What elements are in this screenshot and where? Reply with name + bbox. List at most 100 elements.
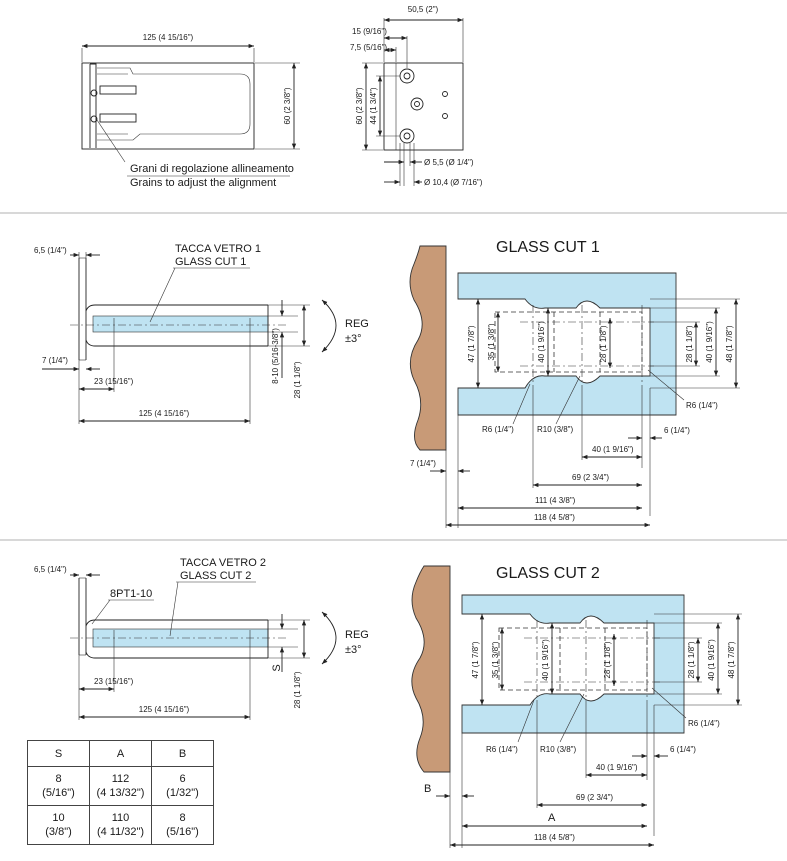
- cut2-dim-118: 118 (4 5/8"): [534, 833, 575, 842]
- cut2-dim-s: S: [271, 664, 283, 671]
- cut2-dim-40-bottom: 40 (1 9/16"): [596, 763, 638, 772]
- cut1-dim-40-right: 40 (1 9/16"): [705, 321, 714, 363]
- dim-top-length: 125 (4 15/16"): [143, 33, 194, 42]
- cut1-dim-6-5: 6,5 (1/4"): [34, 246, 67, 255]
- cell-value: 10: [52, 812, 65, 824]
- cut2-side-view: 6,5 (1/4") TACCA VETRO 2 GLASS CUT 2 8PT…: [34, 557, 369, 720]
- table-row: 8 (5/16") 112 (4 13/32") 6 (1/32"): [27, 766, 214, 806]
- cut1-dim-125: 125 (4 15/16"): [139, 409, 190, 418]
- cut1-dim-23: 23 (15/16"): [94, 377, 134, 386]
- table-cell: 110 (4 11/32"): [89, 805, 152, 845]
- cut2-dim-28-center: 28 (1 1/8"): [603, 641, 612, 678]
- cut2-dim-48: 48 (1 7/8"): [727, 641, 736, 678]
- cut1-glass-view: GLASS CUT 1 47 (1 7/8") 35 (1 3/8") 40 (…: [409, 239, 740, 528]
- cut1-dim-28-center: 28 (1 1/8"): [599, 325, 608, 362]
- cell-value: 8: [179, 812, 186, 824]
- top-front-view: 50,5 (2") 15 (9/16") 7,5 (5/16") 60 (2 3…: [350, 5, 483, 187]
- note-grains-en: Grains to adjust the alignment: [130, 177, 276, 189]
- cut2-dim-125: 125 (4 15/16"): [139, 705, 190, 714]
- cut1-dim-6: 6 (1/4"): [664, 426, 690, 435]
- cut1-dim-7: 7 (1/4"): [410, 459, 436, 468]
- cut2-dim-23: 23 (15/16"): [94, 677, 134, 686]
- cut1-dim-7: 7 (1/4"): [42, 356, 68, 365]
- cell-value-inch: (3/8"): [45, 826, 72, 838]
- cut2-dim-6-5: 6,5 (1/4"): [34, 565, 67, 574]
- table-header-s: S: [27, 740, 90, 767]
- cut2-r6-left: R6 (1/4"): [486, 745, 518, 754]
- cut1-label-en: GLASS CUT 1: [175, 256, 246, 268]
- cut2-dim-28: 28 (1 1/8"): [293, 671, 302, 708]
- table-cell: 8 (5/16"): [27, 766, 90, 806]
- cut2-glass: [461, 594, 685, 734]
- dim-front-15: 15 (9/16"): [352, 27, 387, 36]
- dim-front-dia-5-5: Ø 5,5 (Ø 1/4"): [424, 158, 474, 167]
- table-header-a: A: [89, 740, 152, 767]
- dim-front-width: 50,5 (2"): [408, 5, 439, 14]
- cut2-glass-view: GLASS CUT 2 47 (1 7/8") 35 (1 3/8") 40 (…: [411, 565, 742, 848]
- cut1-dim-40-bottom: 40 (1 9/16"): [592, 445, 634, 454]
- cut1-side-view: 6,5 (1/4") TACCA VETRO 1 GLASS CUT 1 7 (…: [34, 243, 369, 424]
- table-cell: 8 (5/16"): [151, 805, 214, 845]
- table-row: 10 (3/8") 110 (4 11/32") 8 (5/16"): [27, 805, 214, 845]
- cell-value: 112: [111, 773, 130, 785]
- cut2-dim-47: 47 (1 7/8"): [471, 641, 480, 678]
- cut2-label-en: GLASS CUT 2: [180, 570, 251, 582]
- dim-front-7-5: 7,5 (5/16"): [350, 43, 387, 52]
- top-plan-view: 125 (4 15/16") 60 (2 3/8") Grani di rego…: [81, 33, 300, 189]
- cut2-dim-28-right: 28 (1 1/8"): [687, 641, 696, 678]
- sab-spec-table: S A B 8 (5/16") 112 (4 13/32") 6 (1/32") 10…: [27, 740, 214, 845]
- cut1-reg: REG: [345, 318, 369, 330]
- cut2-reg-angle: ±3°: [345, 644, 362, 656]
- cut1-dim-48: 48 (1 7/8"): [725, 325, 734, 362]
- cut2-part-label: 8PT1-10: [110, 588, 152, 600]
- cut2-dim-69: 69 (2 3/4"): [576, 793, 613, 802]
- cut2-dim-35: 35 (1 3/8"): [491, 641, 500, 678]
- cell-value: 110: [111, 812, 130, 824]
- cut1-glass: [457, 272, 677, 416]
- note-grains-it: Grani di regolazione allineamento: [130, 163, 294, 175]
- cell-value: 6: [179, 773, 186, 785]
- table-header-b: B: [151, 740, 214, 767]
- dim-front-44: 44 (1 3/4"): [369, 87, 378, 124]
- cut2-r10: R10 (3/8"): [540, 745, 577, 754]
- cut2-dim-b: B: [424, 783, 431, 795]
- table-cell: 6 (1/32"): [151, 766, 214, 806]
- cell-value-inch: (5/16"): [166, 826, 199, 838]
- cut2-dim-6: 6 (1/4"): [670, 745, 696, 754]
- cut1-dim-118: 118 (4 5/8"): [534, 513, 575, 522]
- cut2-label-it: TACCA VETRO 2: [180, 557, 266, 569]
- cell-value: 8: [55, 773, 62, 785]
- table-cell: 112 (4 13/32"): [89, 766, 152, 806]
- cell-value-inch: (4 11/32"): [96, 826, 145, 838]
- dim-front-60: 60 (2 3/8"): [355, 87, 364, 124]
- cut2-title: GLASS CUT 2: [496, 565, 600, 582]
- dim-top-height: 60 (2 3/8"): [283, 87, 292, 124]
- cell-value-inch: (5/16"): [42, 787, 75, 799]
- cut1-r6-left: R6 (1/4"): [482, 425, 514, 434]
- cut2-dim-40-right: 40 (1 9/16"): [707, 639, 716, 681]
- cut1-dim-28: 28 (1 1/8"): [293, 361, 302, 398]
- cut1-r10: R10 (3/8"): [537, 425, 574, 434]
- cut1-label-it: TACCA VETRO 1: [175, 243, 261, 255]
- cut1-dim-47: 47 (1 7/8"): [467, 325, 476, 362]
- cut2-dim-40-left: 40 (1 9/16"): [541, 639, 550, 681]
- cut1-reg-angle: ±3°: [345, 333, 362, 345]
- cut2-r6-right: R6 (1/4"): [688, 719, 720, 728]
- cell-value-inch: (1/32"): [166, 787, 199, 799]
- cut1-r6-right: R6 (1/4"): [686, 401, 718, 410]
- cut1-dim-111: 111 (4 3/8"): [535, 496, 576, 505]
- cut1-dim-28-right: 28 (1 1/8"): [685, 325, 694, 362]
- table-cell: 10 (3/8"): [27, 805, 90, 845]
- table-header-row: S A B: [27, 740, 214, 767]
- cut2-reg: REG: [345, 629, 369, 641]
- cut2-wall: [411, 565, 451, 773]
- cut1-dim-69: 69 (2 3/4"): [572, 473, 609, 482]
- cut1-dim-40-left: 40 (1 9/16"): [537, 321, 546, 363]
- cut1-wall: [409, 245, 447, 451]
- cut1-dim-8-10: 8-10 (5/16-3/8"): [271, 328, 280, 384]
- cell-value-inch: (4 13/32"): [96, 787, 145, 799]
- cut2-dim-a: A: [548, 812, 556, 824]
- cut1-dim-35: 35 (1 3/8"): [487, 323, 496, 360]
- dim-front-dia-10-4: Ø 10,4 (Ø 7/16"): [424, 178, 483, 187]
